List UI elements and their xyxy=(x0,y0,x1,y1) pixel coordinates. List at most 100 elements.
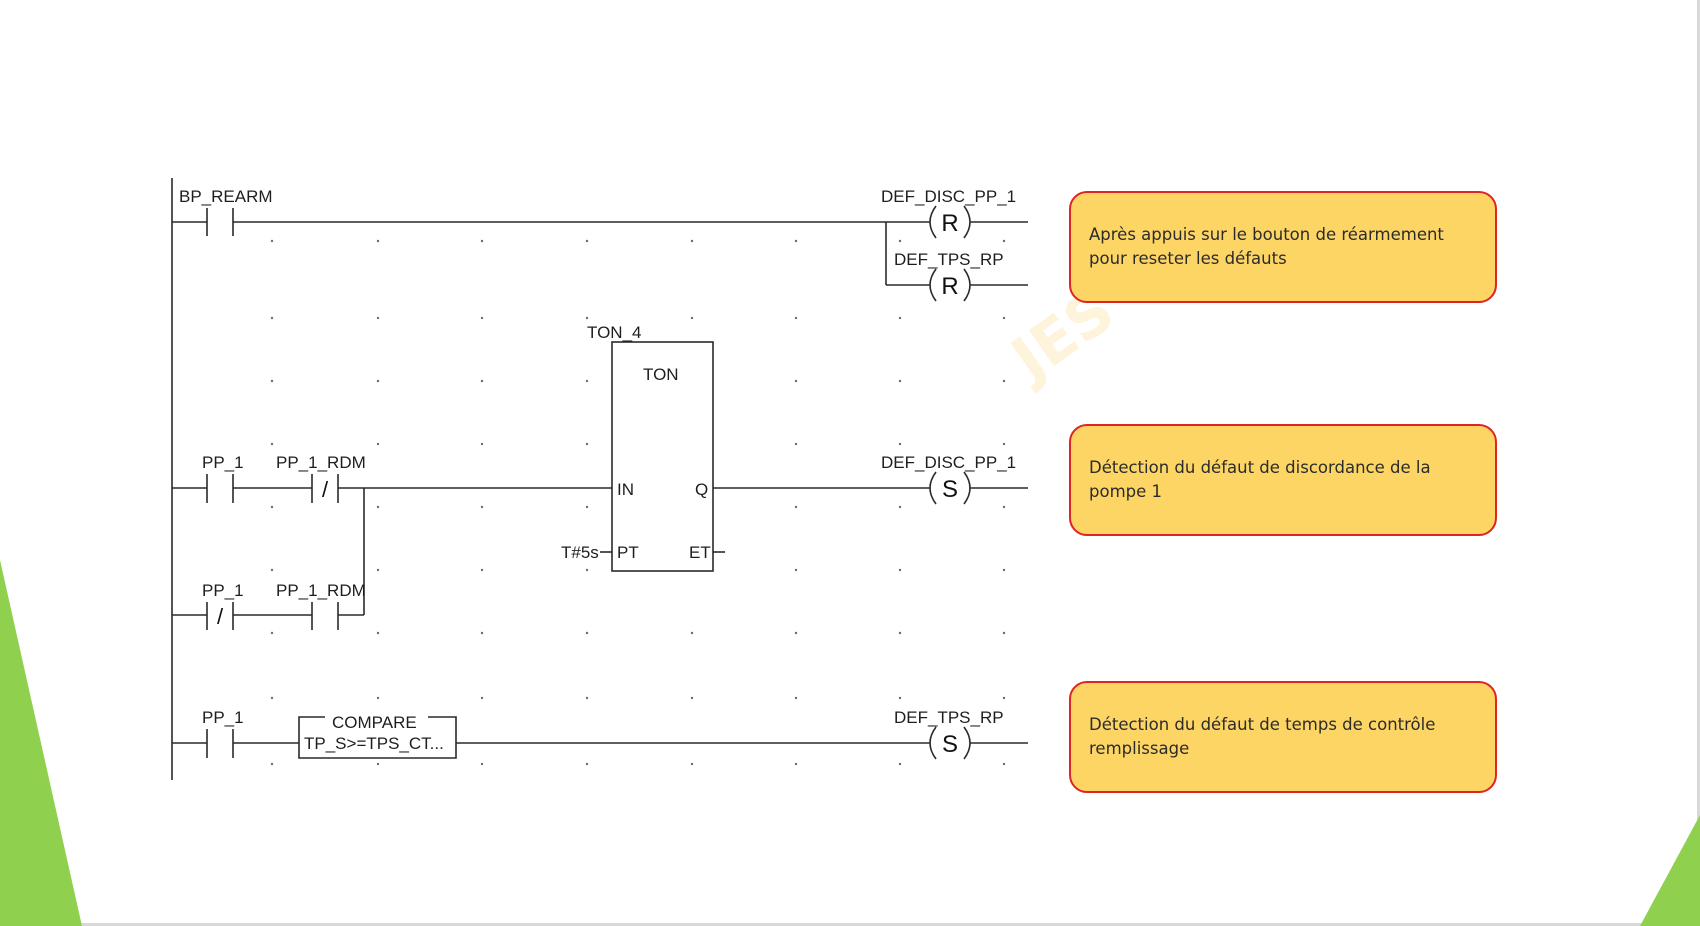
compare-block[interactable]: COMPARE TP_S>=TPS_CT... xyxy=(298,713,457,759)
grid-dot xyxy=(480,505,484,509)
timer-pin-et: ET xyxy=(689,543,711,562)
grid-dot xyxy=(585,442,589,446)
svg-text:R: R xyxy=(941,210,958,237)
grid-dot xyxy=(690,696,694,700)
grid-dot xyxy=(270,568,274,572)
grid-dot xyxy=(376,631,380,635)
grid-dot xyxy=(585,631,589,635)
grid-dot xyxy=(794,239,798,243)
grid-dot xyxy=(898,316,902,320)
grid-dot xyxy=(376,379,380,383)
grid-dot xyxy=(794,696,798,700)
grid-dot xyxy=(376,505,380,509)
grid-dot xyxy=(794,505,798,509)
grid-dot xyxy=(270,379,274,383)
grid-dot xyxy=(690,631,694,635)
coil-def-tps-rp-reset[interactable]: R xyxy=(929,268,971,302)
grid-dot xyxy=(898,505,902,509)
compare-expression: TP_S>=TPS_CT... xyxy=(304,734,444,753)
grid-dot xyxy=(1002,631,1006,635)
callout-reset: Après appuis sur le bouton de réarmement… xyxy=(1069,191,1497,303)
grid-dot xyxy=(270,442,274,446)
grid-dot xyxy=(1002,379,1006,383)
rung-4: PP_1 COMPARE TP_S>=TPS_CT... DEF_TPS_RP … xyxy=(172,708,1028,760)
rung-1: BP_REARM DEF_DISC_PP_1 R DEF_TPS_RP R xyxy=(172,187,1028,302)
contact-pp1-rdm-nc-label: PP_1_RDM xyxy=(276,453,366,472)
grid-dot xyxy=(376,762,380,766)
grid-dot xyxy=(270,316,274,320)
contact-pp1-rdm-label: PP_1_RDM xyxy=(276,581,366,600)
timer-pin-in: IN xyxy=(617,480,634,499)
grid-dot xyxy=(480,239,484,243)
grid-dot xyxy=(1002,696,1006,700)
grid-dot xyxy=(480,696,484,700)
grid-dot xyxy=(898,696,902,700)
grid-dot xyxy=(376,696,380,700)
contact-pp1-rdm-nc[interactable]: / xyxy=(311,474,339,503)
grid-dot xyxy=(1002,442,1006,446)
contact-pp1[interactable] xyxy=(206,474,234,503)
grid-dot xyxy=(585,239,589,243)
grid-dot xyxy=(480,379,484,383)
grid-dot xyxy=(794,762,798,766)
ton-timer-block[interactable]: TON_4 TON IN Q PT ET T#5s xyxy=(561,323,725,572)
contact-bp-rearm-label: BP_REARM xyxy=(179,187,273,206)
grid-dot xyxy=(376,442,380,446)
svg-text:S: S xyxy=(942,731,958,758)
green-accent-right xyxy=(1640,815,1700,926)
contact-pp1-rdm[interactable] xyxy=(311,602,339,630)
grid-dot xyxy=(480,568,484,572)
grid-dot xyxy=(585,379,589,383)
contact-bp-rearm[interactable] xyxy=(206,208,234,236)
grid-dot xyxy=(270,239,274,243)
grid-dot xyxy=(898,631,902,635)
grid-dot xyxy=(585,568,589,572)
grid-dot xyxy=(270,762,274,766)
grid-dot xyxy=(480,316,484,320)
grid-dots xyxy=(270,239,1006,766)
contact-pp1-nc[interactable]: / xyxy=(206,602,234,630)
grid-dot xyxy=(794,379,798,383)
callout-discordance: Détection du défaut de discordance de la… xyxy=(1069,424,1497,536)
grid-dot xyxy=(480,442,484,446)
grid-dot xyxy=(1002,762,1006,766)
timer-type-label: TON xyxy=(643,365,679,384)
grid-dot xyxy=(585,316,589,320)
grid-dot xyxy=(376,239,380,243)
grid-dot xyxy=(585,505,589,509)
svg-text:/: / xyxy=(322,477,329,502)
svg-text:R: R xyxy=(941,273,958,300)
grid-dot xyxy=(270,696,274,700)
rung-3: PP_1 / PP_1_RDM xyxy=(172,581,366,630)
coil-def-disc-pp1-set-label: DEF_DISC_PP_1 xyxy=(881,453,1016,472)
grid-dot xyxy=(898,442,902,446)
coil-def-disc-pp1-set[interactable]: S xyxy=(929,471,971,505)
grid-dot xyxy=(480,631,484,635)
grid-dot xyxy=(1002,316,1006,320)
contact-pp1-label: PP_1 xyxy=(202,453,244,472)
timer-preset-value: T#5s xyxy=(561,543,599,562)
grid-dot xyxy=(690,239,694,243)
grid-dot xyxy=(376,568,380,572)
green-accent-left xyxy=(0,560,82,926)
timer-pin-pt: PT xyxy=(617,543,639,562)
grid-dot xyxy=(898,239,902,243)
grid-dot xyxy=(1002,505,1006,509)
coil-def-tps-rp-set-label: DEF_TPS_RP xyxy=(894,708,1004,727)
grid-dot xyxy=(794,631,798,635)
grid-dot xyxy=(898,379,902,383)
grid-dot xyxy=(1002,568,1006,572)
grid-dot xyxy=(794,568,798,572)
timer-pin-q: Q xyxy=(695,480,708,499)
grid-dot xyxy=(480,762,484,766)
contact-pp1-nc-label: PP_1 xyxy=(202,581,244,600)
compare-title: COMPARE xyxy=(332,713,417,732)
grid-dot xyxy=(794,316,798,320)
grid-dot xyxy=(376,316,380,320)
grid-dot xyxy=(898,762,902,766)
coil-def-disc-pp1-reset[interactable]: R xyxy=(929,205,971,239)
contact-pp1-rung4[interactable] xyxy=(206,729,234,758)
coil-def-tps-rp-set[interactable]: S xyxy=(929,726,971,760)
svg-text:/: / xyxy=(217,604,224,629)
